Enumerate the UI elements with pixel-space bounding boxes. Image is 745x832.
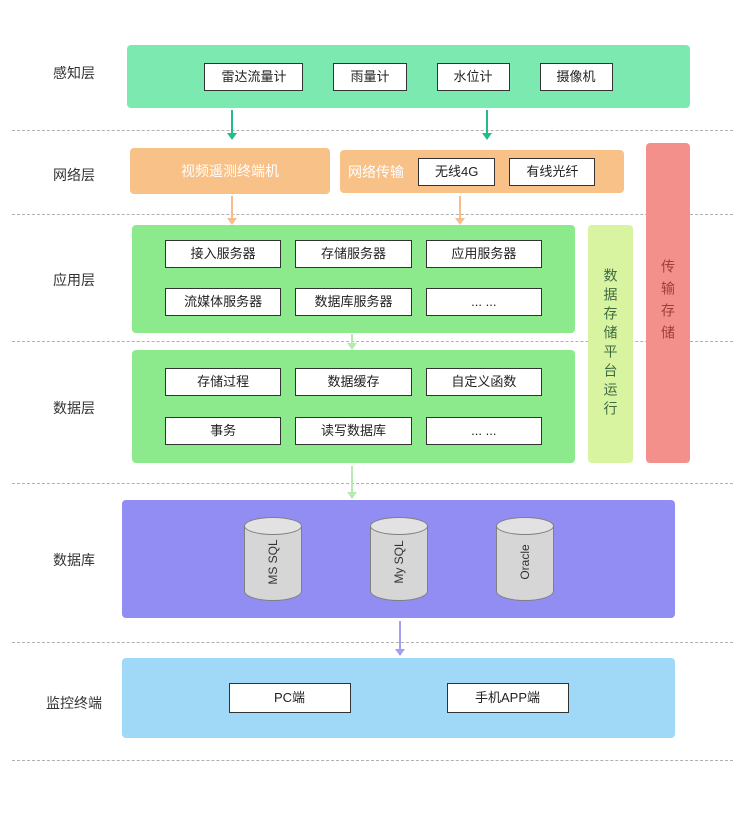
database-name: My SQL: [391, 540, 406, 585]
data-box-transaction: 事务: [165, 416, 282, 445]
network-transmission-box: 网络传输 无线4G 有线光纤: [340, 150, 624, 193]
server-box-streaming: 流媒体服务器: [165, 287, 282, 316]
layer-divider: [12, 214, 733, 215]
label-application-layer: 应用层: [53, 272, 95, 288]
label-network-layer: 网络层: [53, 167, 95, 183]
network-video-terminal-box: 视频遥测终端机: [130, 148, 330, 194]
device-box-camera: 摄像机: [539, 62, 613, 91]
layer-divider: [12, 341, 733, 342]
server-box-access: 接入服务器: [165, 240, 282, 268]
monitoring-terminal-band: PC端 手机APP端: [122, 658, 675, 738]
data-box-stored-procedure: 存储过程: [165, 368, 282, 396]
data-storage-platform-bar: 数据存储平台运行: [588, 225, 633, 463]
device-box-rain-gauge: 雨量计: [333, 62, 407, 91]
cylinder-body: [495, 526, 554, 601]
server-box-database: 数据库服务器: [295, 287, 412, 316]
down-arrow-icon: [227, 196, 237, 225]
cylinder-top: [243, 517, 302, 535]
cylinder-body: [369, 526, 428, 601]
cylinder-top: [495, 517, 554, 535]
cylinder-top: [369, 517, 428, 535]
database-band: MS SQL My SQL Oracle: [122, 500, 675, 618]
layer-divider: [12, 483, 733, 484]
server-box-ellipsis: ... ...: [425, 287, 542, 316]
label-terminal-layer: 监控终端: [46, 695, 102, 711]
data-box-cache: 数据缓存: [295, 368, 412, 396]
database-cylinder-mysql: My SQL: [369, 517, 428, 601]
data-storage-platform-label: 数据存储平台运行: [602, 268, 619, 420]
label-database-layer: 数据库: [53, 552, 95, 568]
data-layer-band: 存储过程 数据缓存 自定义函数 事务 读写数据库 ... ...: [132, 350, 575, 463]
perception-band: 雷达流量计 雨量计 水位计 摄像机: [127, 45, 690, 108]
down-arrow-icon: [347, 334, 357, 350]
layer-divider: [12, 760, 733, 761]
application-band: 接入服务器 存储服务器 应用服务器 流媒体服务器 数据库服务器 ... ...: [132, 225, 575, 333]
server-box-application: 应用服务器: [425, 240, 542, 268]
database-cylinder-mssql: MS SQL: [243, 517, 302, 601]
cylinder-body: [243, 526, 302, 601]
device-box-water-level-gauge: 水位计: [436, 62, 510, 91]
label-perception-layer: 感知层: [53, 65, 95, 81]
network-transmission-title: 网络传输: [348, 163, 404, 180]
network-box-wired-fiber: 有线光纤: [509, 157, 596, 186]
server-box-storage: 存储服务器: [295, 240, 412, 268]
database-cylinder-oracle: Oracle: [495, 517, 554, 601]
down-arrow-icon: [347, 466, 357, 499]
terminal-box-mobile-app: 手机APP端: [446, 683, 569, 713]
data-box-custom-function: 自定义函数: [425, 368, 542, 396]
label-data-layer: 数据层: [53, 400, 95, 416]
layer-divider: [12, 642, 733, 643]
data-box-read-write-db: 读写数据库: [295, 416, 412, 445]
data-box-ellipsis: ... ...: [425, 416, 542, 445]
down-arrow-icon: [227, 110, 237, 140]
transmission-storage-bar: 传输存储: [646, 143, 690, 463]
network-box-wireless-4g: 无线4G: [418, 157, 496, 186]
transmission-storage-label: 传输存储: [660, 259, 676, 347]
layer-divider: [12, 130, 733, 131]
database-name: Oracle: [517, 544, 532, 581]
down-arrow-icon: [455, 196, 465, 225]
terminal-box-pc: PC端: [228, 683, 351, 713]
down-arrow-icon: [395, 621, 405, 656]
database-name: MS SQL: [265, 539, 280, 586]
device-box-radar-flowmeter: 雷达流量计: [204, 62, 304, 91]
down-arrow-icon: [482, 110, 492, 140]
